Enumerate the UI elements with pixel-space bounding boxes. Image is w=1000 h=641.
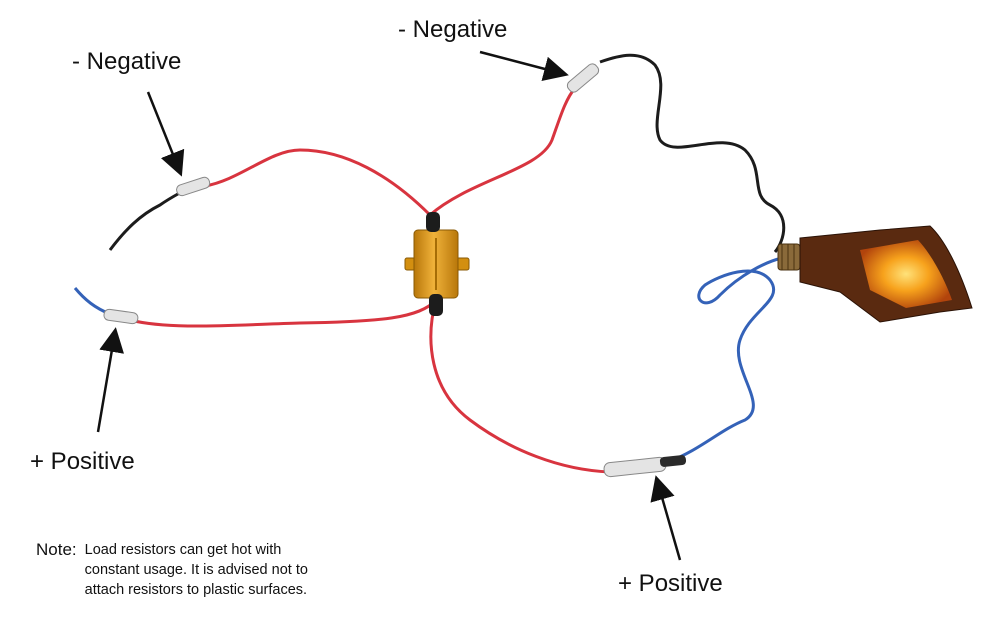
- label-negative-top: - Negative: [398, 16, 508, 43]
- arrow-left-positive: [96, 327, 124, 433]
- red-wire-lower-right: [429, 299, 611, 474]
- label-negative-left: - Negative: [72, 48, 182, 75]
- note-text: Load resistors can get hot with constant…: [84, 542, 308, 598]
- black-wire-left: [108, 188, 186, 251]
- label-positive-bottom: + Positive: [618, 570, 723, 597]
- note-heading: Note:: [36, 540, 77, 559]
- red-wire-upper-right: [429, 87, 577, 217]
- note-block: Note: Load resistors can get hot with co…: [36, 540, 356, 600]
- label-positive-left: + Positive: [30, 448, 135, 475]
- connector-bottom-positive: [603, 455, 687, 478]
- arrow-left-negative: [146, 91, 185, 177]
- arrow-bottom-positive: [650, 475, 682, 561]
- load-resistor-icon: [404, 212, 470, 316]
- blue-wire-left: [73, 287, 111, 316]
- black-wire-top: [599, 53, 786, 253]
- connector-left-negative: [176, 176, 211, 197]
- led-indicator-lamp-icon: [777, 225, 973, 323]
- red-wire-upper-left: [204, 148, 432, 217]
- connector-left-positive: [103, 308, 139, 325]
- blue-wire-right: [667, 256, 783, 464]
- red-wire-lower-left: [129, 298, 438, 328]
- arrow-top-negative: [479, 50, 569, 82]
- connector-top-negative: [566, 63, 600, 93]
